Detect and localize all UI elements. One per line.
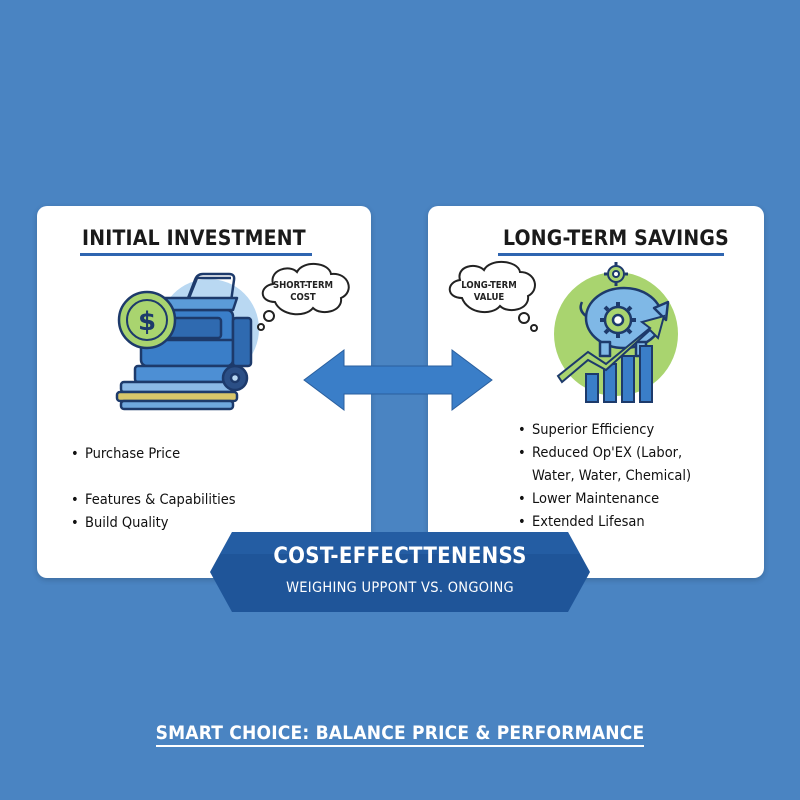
short-term-cost-bubble: SHORT-TERM COST <box>268 280 338 304</box>
long-term-savings-title: LONG-TERM SAVINGS <box>503 226 729 250</box>
banner-title: COST-EFFECTTENENSS <box>273 544 527 569</box>
bullet-item: Features & Capabilities <box>71 492 236 508</box>
bullet-item: Superior Efficiency <box>518 422 654 438</box>
bubble-line: COST <box>290 292 316 303</box>
floor-scrubber-illustration: $ <box>115 263 350 411</box>
bullet-item: Reduced Op'EX (Labor, <box>518 445 682 461</box>
savings-illustration <box>448 261 678 403</box>
thought-bubble-icon <box>257 263 350 331</box>
footer-tagline: SMART CHOICE: BALANCE PRICE & PERFORMANC… <box>155 722 645 747</box>
initial-investment-title: INITIAL INVESTMENT <box>82 226 306 250</box>
bullet-item: Extended Lifesan <box>518 514 645 530</box>
banner-shape <box>210 532 590 612</box>
gear-icon <box>604 262 628 286</box>
banner-subtitle: WEIGHING UPPONT VS. ONGOING <box>286 580 514 596</box>
footer: SMART CHOICE: BALANCE PRICE & PERFORMANC… <box>0 722 800 747</box>
bubble-line: LONG-TERM <box>461 280 517 291</box>
svg-text:$: $ <box>138 307 156 337</box>
growth-chart-icon <box>556 314 666 403</box>
bubble-line: SHORT-TERM <box>272 280 334 291</box>
initial-investment-card: INITIAL INVESTMENT <box>37 206 371 578</box>
title-underline <box>498 253 724 256</box>
double-arrow-icon <box>303 349 493 411</box>
bubble-line: VALUE <box>473 292 505 303</box>
cost-effectiveness-banner: COST-EFFECTTENENSS WEIGHING UPPONT VS. O… <box>210 532 590 612</box>
bullet-item: Build Quality <box>71 515 168 531</box>
thought-bubble-icon <box>448 261 538 332</box>
long-term-value-bubble: LONG-TERM VALUE <box>454 280 524 304</box>
title-underline <box>80 253 312 256</box>
dollar-coin-icon: $ <box>117 290 177 350</box>
gear-icon <box>600 302 636 338</box>
bullet-item-continuation: Water, Water, Chemical) <box>532 468 692 484</box>
long-term-savings-card: LONG-TERM SAVINGS <box>428 206 764 578</box>
bullet-item: Purchase Price <box>71 446 180 462</box>
bullet-item: Lower Maintenance <box>518 491 659 507</box>
